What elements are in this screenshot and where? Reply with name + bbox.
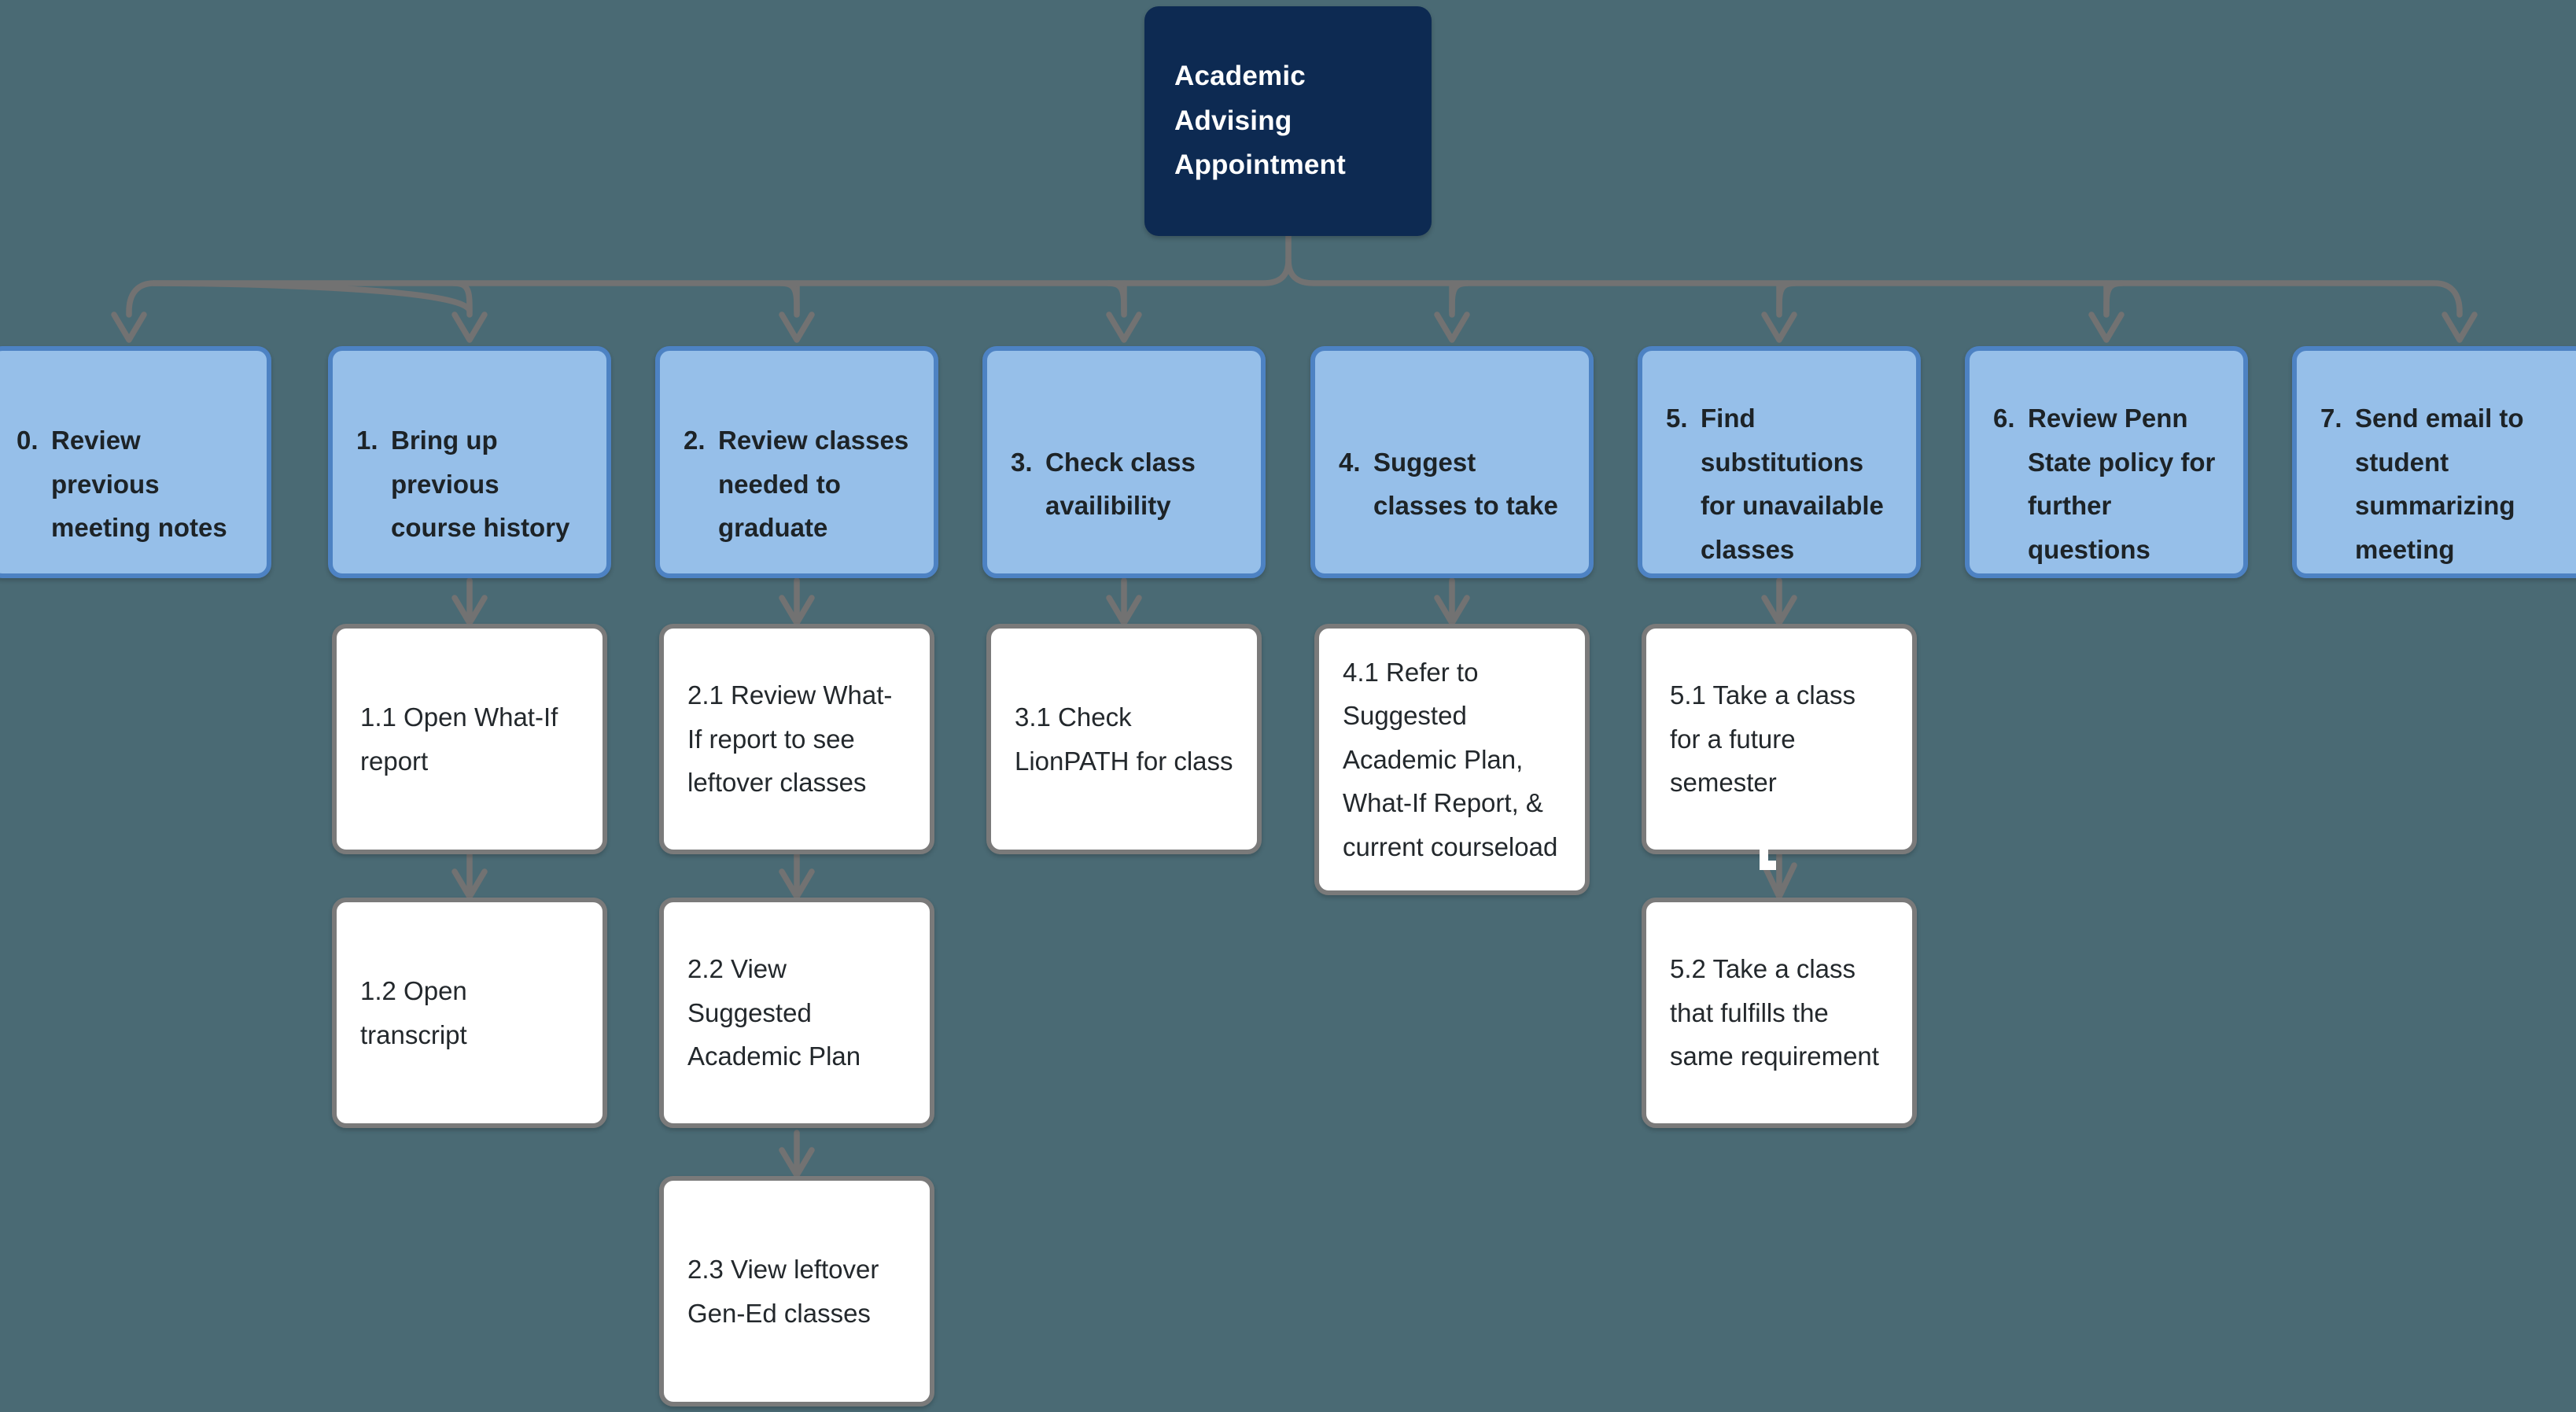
step-number-6: 6. [1993, 404, 2015, 433]
substep-label-5-1: 5.1 Take a class for a future semester [1670, 680, 1856, 798]
step-number-7: 7. [2320, 404, 2342, 433]
substep-node-2-2[interactable]: 2.2 View Suggested Academic Plan [659, 898, 934, 1128]
wire-elbow-7 [2103, 280, 2125, 315]
step-node-2[interactable]: 2. Review classes needed to graduate [655, 346, 938, 578]
arrowhead-4_1 [1434, 595, 1470, 626]
step-node-4[interactable]: 4. Suggest classes to take [1310, 346, 1594, 578]
substep-node-3-1[interactable]: 3.1 Check LionPATH for class [986, 624, 1262, 854]
step-node-1[interactable]: 1. Bring up previous course history [328, 346, 611, 578]
substep-node-5-2[interactable]: 5.2 Take a class that fulfills the same … [1642, 898, 1917, 1128]
wire-bus-drop-1 [151, 280, 473, 318]
step-node-5[interactable]: 5. Find substitutions for unavailable cla… [1638, 346, 1921, 578]
arrowhead-2_3 [779, 1147, 815, 1178]
step-label-0: Review previous meeting notes [51, 426, 227, 542]
substep-label-2-2: 2.2 View Suggested Academic Plan [687, 954, 861, 1071]
arrowhead-step-1 [451, 312, 488, 343]
arrowhead-1_1 [451, 595, 488, 626]
arrowhead-step-6 [2088, 312, 2125, 343]
step-node-3[interactable]: 3. Check class availibility [982, 346, 1266, 578]
wire-elbow-2 [778, 280, 800, 315]
step-number-2: 2. [684, 426, 706, 455]
root-node-label: Academic Advising Appointment [1174, 60, 1346, 181]
step-number-5: 5. [1666, 404, 1688, 433]
arrowhead-5_2 [1761, 862, 1797, 900]
step-label-6: Review Penn State policy for further que… [2028, 404, 2216, 564]
wire-elbow-6 [1776, 280, 1798, 315]
step-node-7[interactable]: 7. Send email to student summarizing meet… [2292, 346, 2576, 578]
step-label-1: Bring up previous course history [391, 426, 570, 542]
arrowhead-step-5 [1761, 312, 1797, 343]
wire-root-bus [126, 256, 1292, 318]
arrowhead-2_1 [779, 595, 815, 626]
step-number-0: 0. [17, 426, 39, 455]
step-label-4: Suggest classes to take [1373, 447, 1558, 521]
substep-label-4-1: 4.1 Refer to Suggested Academic Plan, Wh… [1343, 657, 1558, 861]
step-label-2: Review classes needed to graduate [718, 426, 909, 542]
step-node-0[interactable]: 0. Review previous meeting notes [0, 346, 271, 578]
arrowhead-2_2 [779, 868, 815, 900]
arrowhead-step-0 [111, 312, 147, 343]
substep-node-2-3[interactable]: 2.3 View leftover Gen-Ed classes [659, 1176, 934, 1406]
substep-label-5-2: 5.2 Take a class that fulfills the same … [1670, 954, 1879, 1071]
root-node[interactable]: Academic Advising Appointment [1144, 6, 1432, 236]
wire-root-bus-right [1285, 256, 2463, 318]
arrowhead-3_1 [1106, 595, 1142, 626]
arrowhead-step-3 [1106, 312, 1142, 343]
step-label-7: Send email to student summarizing meetin… [2355, 404, 2524, 564]
substep-label-1-2: 1.2 Open transcript [360, 976, 467, 1049]
step-node-6[interactable]: 6. Review Penn State policy for further q… [1965, 346, 2248, 578]
wire-elbow-3 [1105, 280, 1127, 315]
arrowhead-step-2 [779, 312, 815, 343]
substep-node-1-1[interactable]: 1.1 Open What-If report [332, 624, 607, 854]
substep-label-1-1: 1.1 Open What-If report [360, 702, 558, 776]
wire-elbow-5 [1449, 280, 1471, 315]
step-label-3: Check class availibility [1045, 447, 1196, 521]
step-number-1: 1. [356, 426, 378, 455]
substep-node-5-1[interactable]: 5.1 Take a class for a future semester [1642, 624, 1917, 854]
wire-elbow-1 [451, 280, 473, 315]
step-label-5: Find substitutions for unavailable class… [1701, 404, 1884, 564]
step-number-4: 4. [1339, 447, 1361, 477]
arrowhead-1_2 [451, 868, 488, 900]
substep-node-4-1[interactable]: 4.1 Refer to Suggested Academic Plan, Wh… [1314, 624, 1590, 895]
substep-label-2-3: 2.3 View leftover Gen-Ed classes [687, 1255, 879, 1328]
substep-label-3-1: 3.1 Check LionPATH for class [1015, 702, 1233, 776]
arrowhead-step-7 [2441, 312, 2478, 343]
arrowhead-5_1 [1761, 595, 1797, 626]
arrowhead-step-4 [1434, 312, 1470, 343]
substep-label-2-1: 2.1 Review What-If report to see leftove… [687, 680, 893, 798]
substep-node-1-2[interactable]: 1.2 Open transcript [332, 898, 607, 1128]
substep-node-2-1[interactable]: 2.1 Review What-If report to see leftove… [659, 624, 934, 854]
step-number-3: 3. [1011, 447, 1033, 477]
